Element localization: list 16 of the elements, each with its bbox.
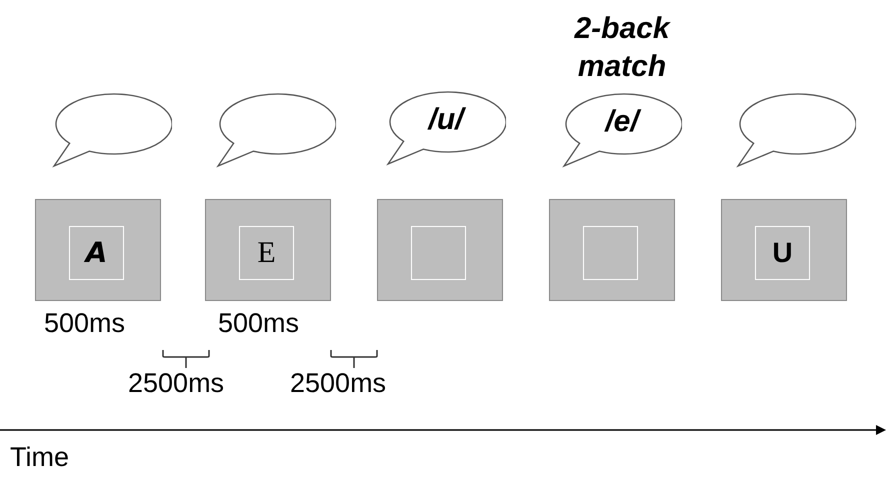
display-screen: [205, 199, 331, 301]
stimulus-frame: E: [239, 226, 294, 280]
stimulus-frame: [411, 226, 466, 280]
display-screen: [35, 199, 161, 301]
duration-label: 500ms: [44, 308, 126, 338]
display-screen: [549, 199, 675, 301]
axis-label: Time: [10, 442, 69, 472]
display-screen: [377, 199, 503, 301]
duration-label: 2500ms: [128, 368, 224, 398]
stimulus-frame: [583, 226, 638, 280]
stimulus-frame: A: [69, 226, 124, 280]
stimulus-frame: U: [755, 226, 810, 280]
annotation-text: 2-back match: [573, 11, 672, 85]
duration-label: 500ms: [218, 308, 300, 338]
duration-label: 2500ms: [290, 368, 386, 398]
display-screen: [721, 199, 847, 301]
